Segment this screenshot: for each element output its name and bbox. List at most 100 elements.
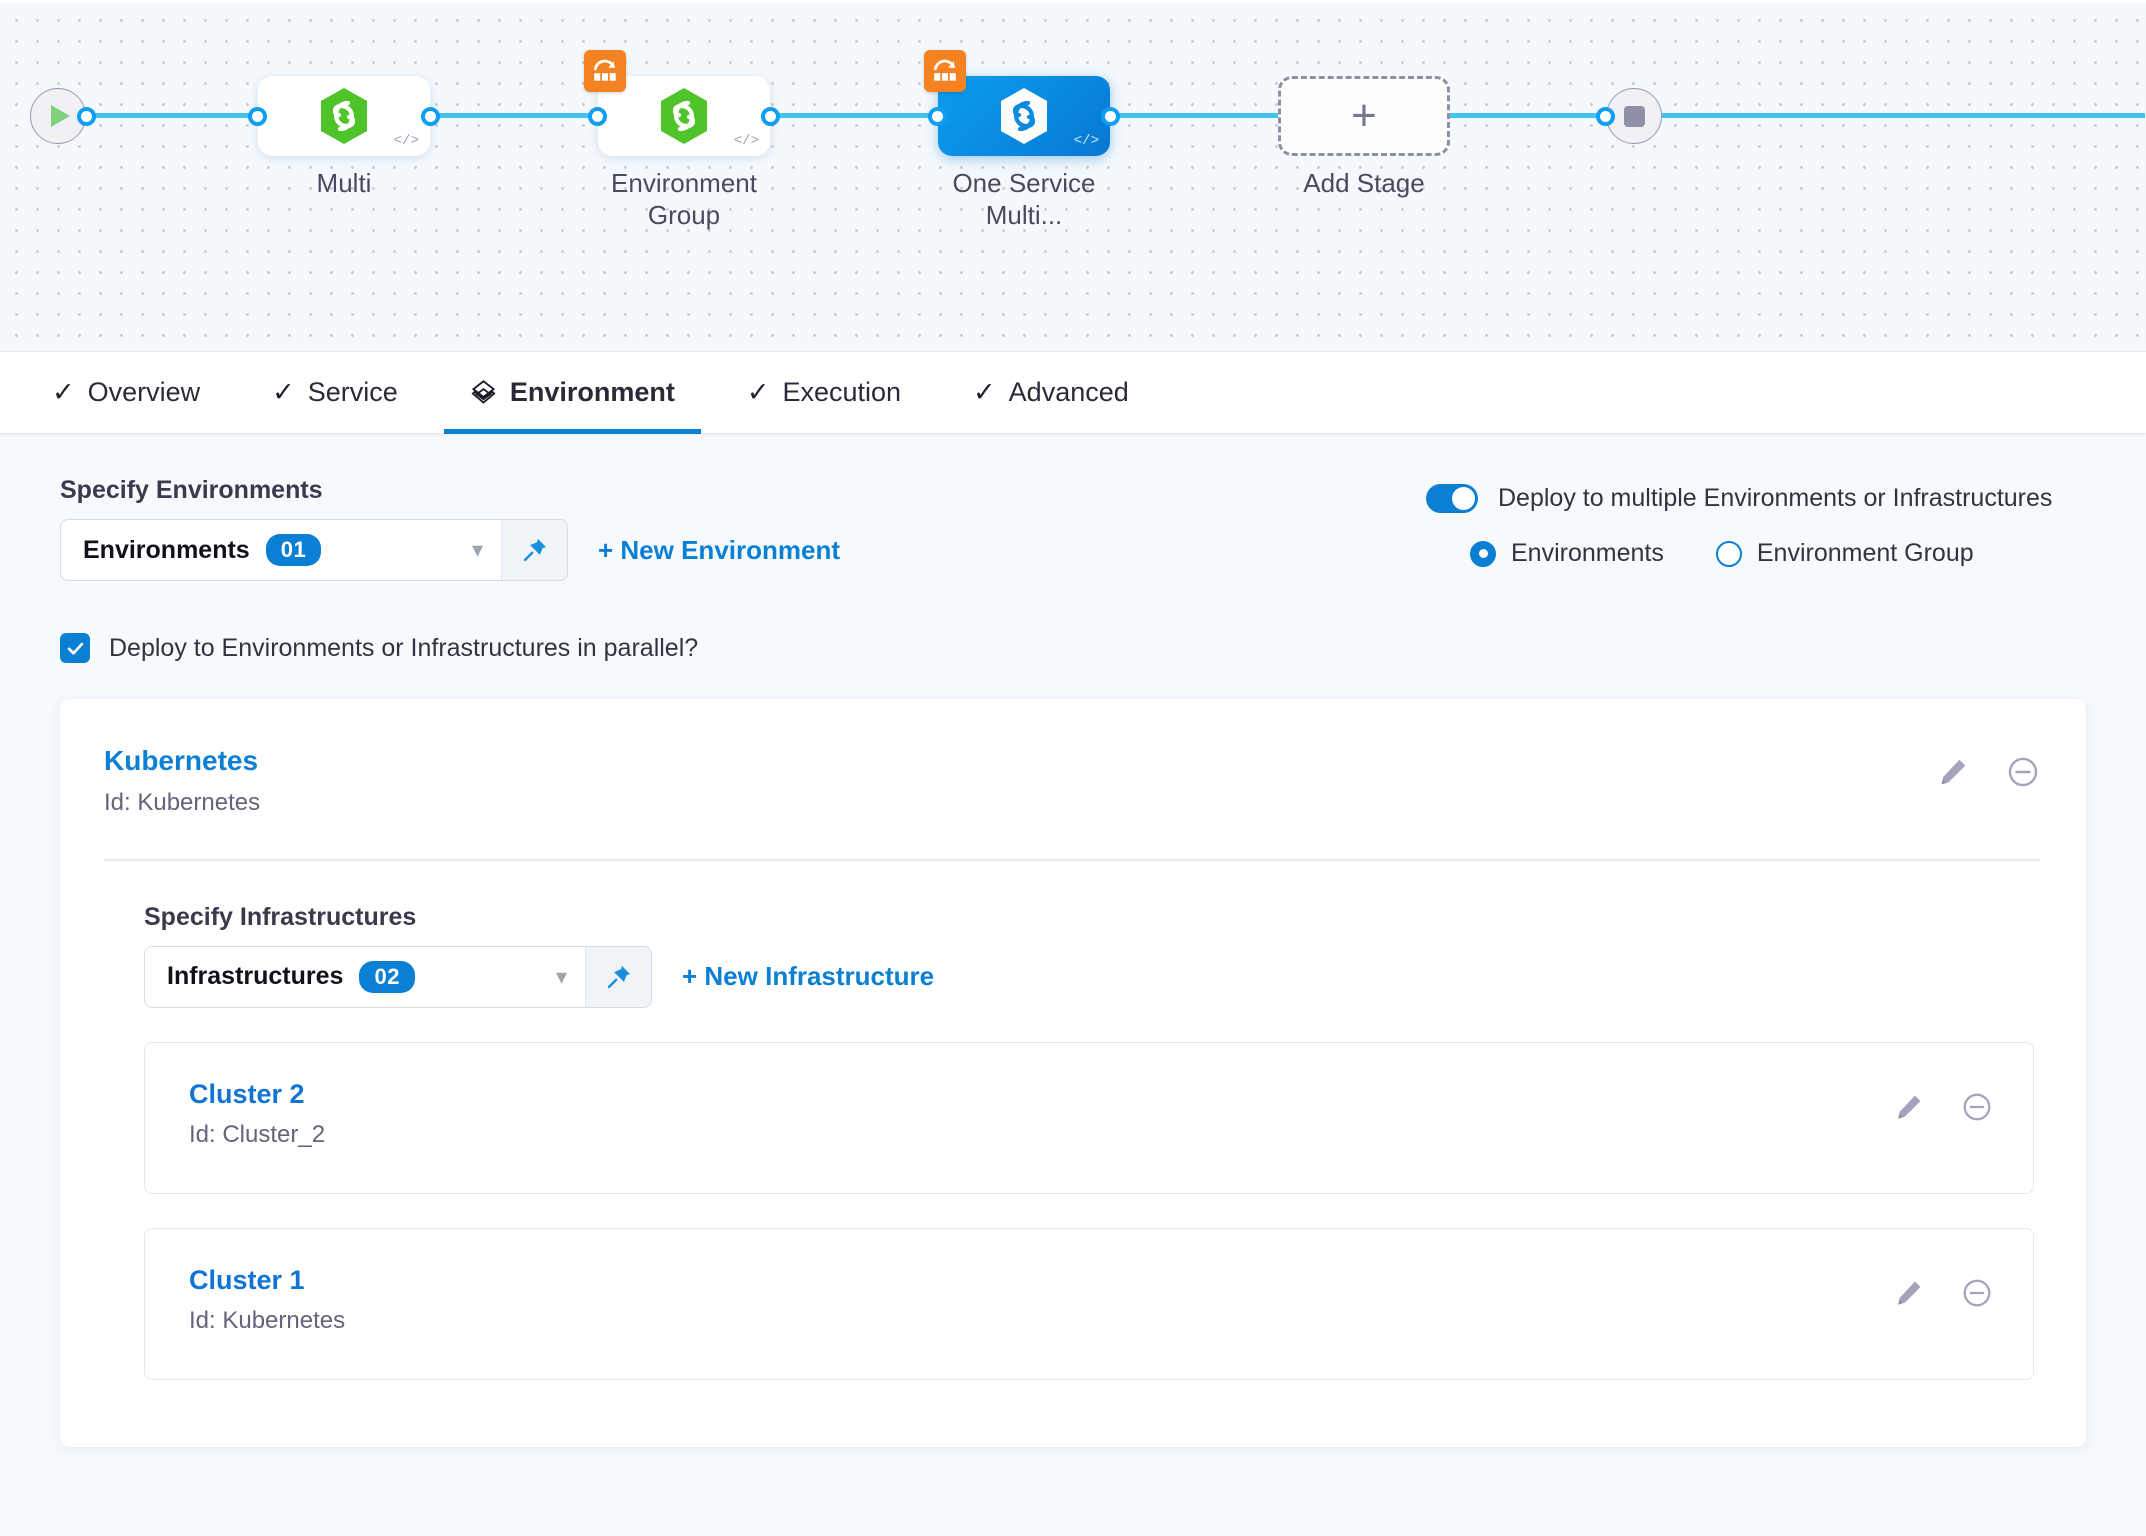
pin-icon — [523, 538, 546, 562]
infrastructure-edit-button[interactable] — [1894, 1092, 1924, 1122]
infrastructure-id-text: Id: Cluster_2 — [189, 1120, 326, 1148]
start-node-circle — [30, 88, 86, 144]
environment-id-text: Id: Kubernetes — [104, 789, 261, 816]
tab-advanced[interactable]: ✓ Advanced — [947, 352, 1155, 433]
stage-box[interactable]: </> — [924, 50, 1110, 156]
stage-node-one-service-multi[interactable]: </> One Service Multi... — [924, 50, 1120, 230]
infrastructures-count-badge: 02 — [359, 960, 415, 993]
environment-card: Kubernetes Id: Kubernetes — [60, 699, 2086, 1447]
infrastructure-name-link[interactable]: Cluster 1 — [189, 1264, 305, 1295]
end-node-port[interactable] — [1596, 107, 1615, 126]
stage-node-environment-group[interactable]: </> Environment Group — [584, 50, 780, 230]
stage-port-right[interactable] — [1101, 107, 1120, 126]
toggle-knob — [1452, 487, 1475, 510]
matrix-strategy-icon[interactable] — [924, 50, 966, 92]
infrastructure-id-text: Id: Kubernetes — [189, 1306, 346, 1334]
infrastructures-selector-group: Specify Infrastructures Infrastructures … — [104, 903, 2040, 1008]
service-hexagon-icon — [1001, 88, 1047, 144]
infrastructure-remove-button[interactable] — [1961, 1091, 1993, 1123]
matrix-glyph-icon — [933, 59, 956, 81]
stage-node-multi[interactable]: </> Multi — [248, 76, 440, 198]
parallel-deploy-label: Deploy to Environments or Infrastructure… — [109, 633, 699, 662]
stage-tabs[interactable]: ✓ Overview ✓ Service Environment ✓ Execu… — [0, 352, 2146, 434]
infrastructure-card-titles: Cluster 2 Id: Cluster_2 — [189, 1079, 325, 1149]
environments-select-value: Environments — [83, 535, 250, 564]
chevron-down-icon[interactable]: ▾ — [555, 963, 567, 989]
stage-port-left[interactable] — [588, 107, 607, 126]
environments-select-main[interactable]: Environments 01 ▾ — [61, 520, 501, 580]
infrastructures-select[interactable]: Infrastructures 02 ▾ — [144, 945, 652, 1008]
specify-environments-label: Specify Environments — [60, 476, 323, 504]
multi-deploy-toggle[interactable] — [1426, 484, 1478, 513]
tab-service[interactable]: ✓ Service — [246, 352, 424, 433]
stage-port-left[interactable] — [248, 107, 267, 126]
parallel-deploy-checkbox[interactable] — [60, 633, 90, 663]
chevron-down-icon[interactable]: ▾ — [471, 537, 483, 562]
environment-card-titles: Kubernetes Id: Kubernetes — [104, 743, 260, 817]
infrastructures-select-main[interactable]: Infrastructures 02 ▾ — [145, 947, 585, 1007]
radio-icon — [1715, 540, 1742, 567]
stop-icon — [1623, 105, 1645, 127]
radio-label: Environments — [1511, 539, 1664, 567]
infrastructure-card-titles: Cluster 1 Id: Kubernetes — [189, 1265, 345, 1335]
environment-name-link[interactable]: Kubernetes — [104, 745, 259, 776]
tab-label: Service — [307, 377, 398, 407]
pencil-icon — [1898, 1095, 1921, 1119]
infrastructure-remove-button[interactable] — [1961, 1277, 1993, 1309]
stage-code-icon[interactable]: </> — [733, 133, 759, 149]
pencil-icon — [1898, 1281, 1921, 1305]
tab-label: Advanced — [1008, 377, 1129, 407]
specify-infrastructures-label: Specify Infrastructures — [144, 902, 417, 931]
stage-code-icon[interactable]: </> — [1073, 133, 1099, 149]
multi-deploy-toggle-row: Deploy to multiple Environments or Infra… — [1426, 484, 2086, 513]
deploy-target-radio-group: Environments Environment Group — [1426, 539, 2086, 568]
stage-port-right[interactable] — [761, 107, 780, 126]
deploy-options-group: Deploy to multiple Environments or Infra… — [1426, 476, 2086, 568]
pin-icon — [607, 965, 630, 988]
new-environment-link[interactable]: + New Environment — [598, 534, 840, 565]
add-stage-node[interactable]: + Add Stage — [1278, 76, 1450, 198]
environments-pin-button[interactable] — [501, 520, 567, 580]
matrix-strategy-icon[interactable] — [584, 50, 626, 92]
matrix-glyph-icon — [593, 59, 616, 81]
tab-environment[interactable]: Environment — [443, 352, 701, 434]
infrastructures-pin-button[interactable] — [585, 946, 651, 1007]
stage-port-left[interactable] — [928, 107, 947, 126]
environment-remove-button[interactable] — [2006, 755, 2040, 789]
end-node-circle — [1606, 88, 1662, 144]
pipeline-canvas[interactable]: </> Multi </> Environment G — [0, 0, 2146, 352]
environments-select[interactable]: Environments 01 ▾ — [60, 519, 568, 581]
environment-panel: Specify Environments Environments 01 ▾ — [0, 434, 2146, 1447]
environments-count-badge: 01 — [265, 534, 322, 566]
infrastructure-card: Cluster 1 Id: Kubernetes — [144, 1227, 2034, 1380]
stage-label: Multi — [316, 168, 372, 198]
environments-selector-group: Specify Environments Environments 01 ▾ — [60, 476, 1426, 581]
check-icon: ✓ — [52, 377, 75, 407]
minus-circle-icon — [1963, 1093, 1991, 1120]
environment-edit-button[interactable] — [1937, 756, 1969, 788]
new-infrastructure-link[interactable]: + New Infrastructure — [682, 961, 935, 991]
tab-overview[interactable]: ✓ Overview — [26, 352, 226, 433]
infrastructure-name-link[interactable]: Cluster 2 — [189, 1078, 305, 1109]
stage-label: One Service Multi... — [952, 168, 1096, 230]
start-node-port[interactable] — [77, 107, 96, 126]
stage-box[interactable]: </> — [584, 50, 770, 156]
stage-code-icon[interactable]: </> — [393, 133, 419, 149]
tab-execution[interactable]: ✓ Execution — [721, 352, 927, 433]
tab-label: Overview — [87, 377, 201, 407]
check-icon: ✓ — [973, 377, 996, 407]
check-icon — [67, 642, 83, 655]
infrastructure-card: Cluster 2 Id: Cluster_2 — [144, 1041, 2034, 1194]
environments-select-row: Environments 01 ▾ + New Environment — [60, 519, 1426, 581]
service-hexagon-icon — [321, 88, 367, 144]
service-hexagon-icon — [661, 88, 707, 144]
stage-box[interactable]: </> — [258, 76, 430, 156]
infrastructure-card-actions — [1894, 1265, 1993, 1309]
radio-environment-group[interactable]: Environment Group — [1715, 539, 1974, 568]
infrastructure-edit-button[interactable] — [1894, 1278, 1924, 1308]
end-node[interactable] — [1596, 88, 1662, 144]
stage-port-right[interactable] — [421, 107, 440, 126]
start-node[interactable] — [30, 88, 96, 144]
radio-environments[interactable]: Environments — [1470, 539, 1664, 568]
add-stage-box[interactable]: + — [1278, 76, 1450, 156]
